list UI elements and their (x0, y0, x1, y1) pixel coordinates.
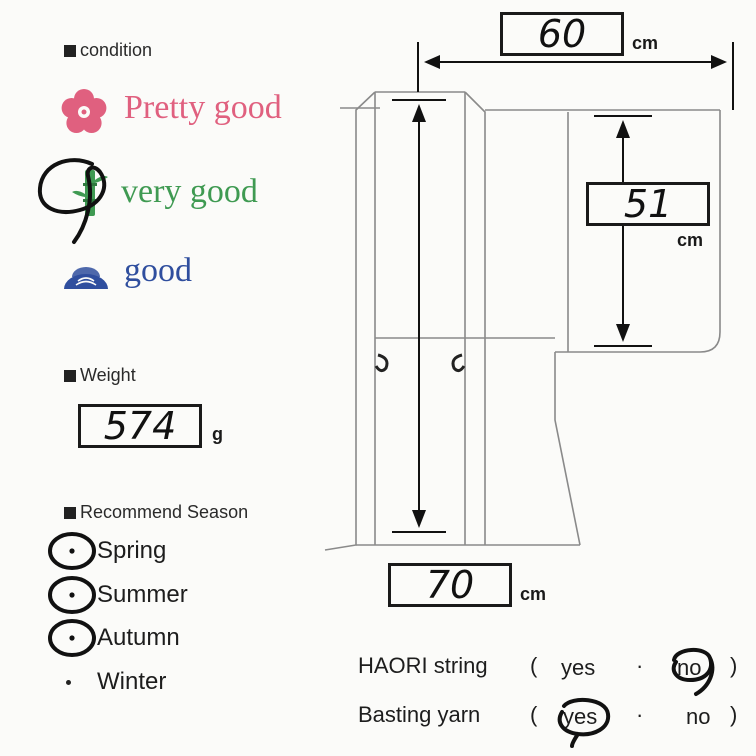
body-length-value: 70 (425, 563, 475, 607)
weight-label: Weight (64, 365, 136, 386)
season-autumn: Autumn (97, 624, 180, 651)
haori-no: no (677, 655, 702, 680)
spring-circle-mark (48, 532, 96, 570)
haori-open-paren: ( (530, 653, 538, 678)
condition-good: good (124, 252, 192, 289)
condition-label: condition (64, 40, 152, 61)
basting-yes: yes (563, 704, 598, 729)
sleeve-span-box: 60 (500, 12, 624, 56)
basting-yarn-label: Basting yarn (358, 702, 481, 727)
sleeve-length-unit: cm (677, 230, 704, 250)
square-bullet-icon (64, 507, 76, 519)
season-winter: Winter (97, 668, 167, 695)
plum-blossom-icon (61, 89, 107, 133)
string-loop-icons (374, 353, 466, 373)
body-length-box: 70 (388, 563, 512, 607)
sleeve-length-value: 51 (623, 182, 673, 226)
haori-dot: · (636, 653, 644, 678)
body-arrow-head-bottom (412, 510, 426, 528)
body-length-unit: cm (520, 584, 547, 604)
haori-close-paren: ) (730, 653, 738, 678)
weight-value: 574 (103, 404, 177, 448)
condition-pretty-good: Pretty good (124, 89, 282, 126)
span-arrow-head-left (424, 55, 440, 69)
very-good-circle-mark (37, 158, 107, 244)
sleeve-arrow-head-top (616, 120, 630, 138)
sleeve-edge (555, 110, 721, 353)
pine-icon (64, 267, 108, 289)
season-summer: Summer (97, 581, 188, 608)
basting-dot: · (636, 702, 644, 727)
season-label: Recommend Season (64, 502, 248, 523)
basting-yes-circle-mark (557, 697, 611, 748)
square-bullet-icon (64, 370, 76, 382)
haori-yes: yes (561, 655, 596, 680)
autumn-circle-mark (48, 619, 96, 657)
sleeve-arrow-head-bottom (616, 324, 630, 342)
square-bullet-icon (64, 45, 76, 57)
haori-no-circle-mark (671, 648, 715, 696)
summer-circle-mark (48, 576, 96, 614)
weight-box: 574 (78, 404, 202, 448)
winter-bullet-icon (66, 680, 71, 685)
weight-unit: g (212, 424, 223, 444)
haori-string-label: HAORI string (358, 653, 488, 678)
sleeve-span-unit: cm (632, 33, 659, 53)
season-spring: Spring (97, 537, 167, 564)
condition-very-good: very good (121, 173, 258, 210)
body-outline-left (324, 91, 376, 551)
basting-no: no (686, 704, 711, 729)
body-side-right (554, 352, 581, 546)
span-arrow-head-right (711, 55, 727, 69)
collar-right (464, 91, 486, 545)
basting-close-paren: ) (730, 702, 738, 727)
basting-open-paren: ( (530, 702, 538, 727)
body-arrow-head-top (412, 104, 426, 122)
sleeve-length-box: 51 (586, 182, 710, 226)
sleeve-span-value: 60 (537, 12, 587, 56)
